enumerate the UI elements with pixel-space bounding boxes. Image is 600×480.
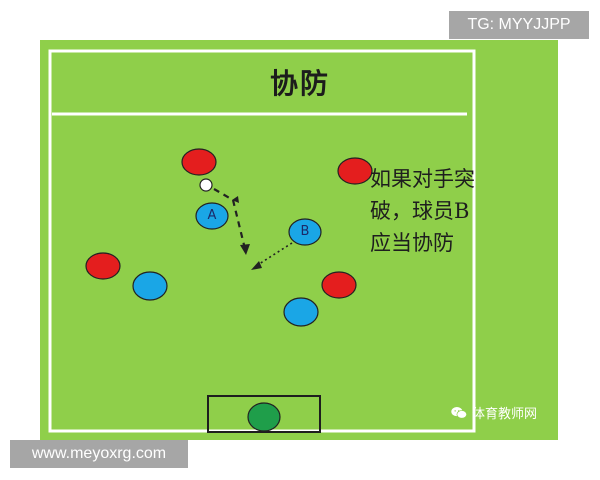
player-b-label: B (300, 224, 310, 239)
attacker-2 (337, 157, 373, 185)
attacker-3 (85, 252, 121, 280)
callout-line-2: 破，球员B (370, 199, 470, 223)
defender-4 (283, 297, 319, 327)
dribble-arrow (213, 188, 250, 255)
cover-arrow (251, 242, 293, 270)
attacker-4 (321, 271, 357, 299)
defender-a (195, 202, 229, 230)
site-watermark: www.meyoxrg.com (10, 440, 188, 468)
attacker-1 (181, 148, 217, 176)
callout-line-1: 如果对手突 (370, 167, 475, 191)
brand-label: 体育教师网 (450, 403, 537, 422)
wechat-icon (451, 406, 468, 419)
callout-text: 如果对手突 破，球员B 应当协防 (370, 163, 510, 259)
goal-box (207, 395, 321, 433)
tag-watermark: TG: MYYJJPP (449, 11, 589, 39)
diagram-title: 协防 (269, 67, 330, 100)
defender-b (288, 218, 322, 246)
brand-text: 体育教师网 (472, 407, 538, 422)
goalkeeper (247, 402, 281, 432)
callout-line-3: 应当协防 (370, 231, 454, 255)
player-a-label: A (207, 208, 217, 223)
defender-3 (132, 271, 168, 301)
ball (199, 178, 213, 192)
